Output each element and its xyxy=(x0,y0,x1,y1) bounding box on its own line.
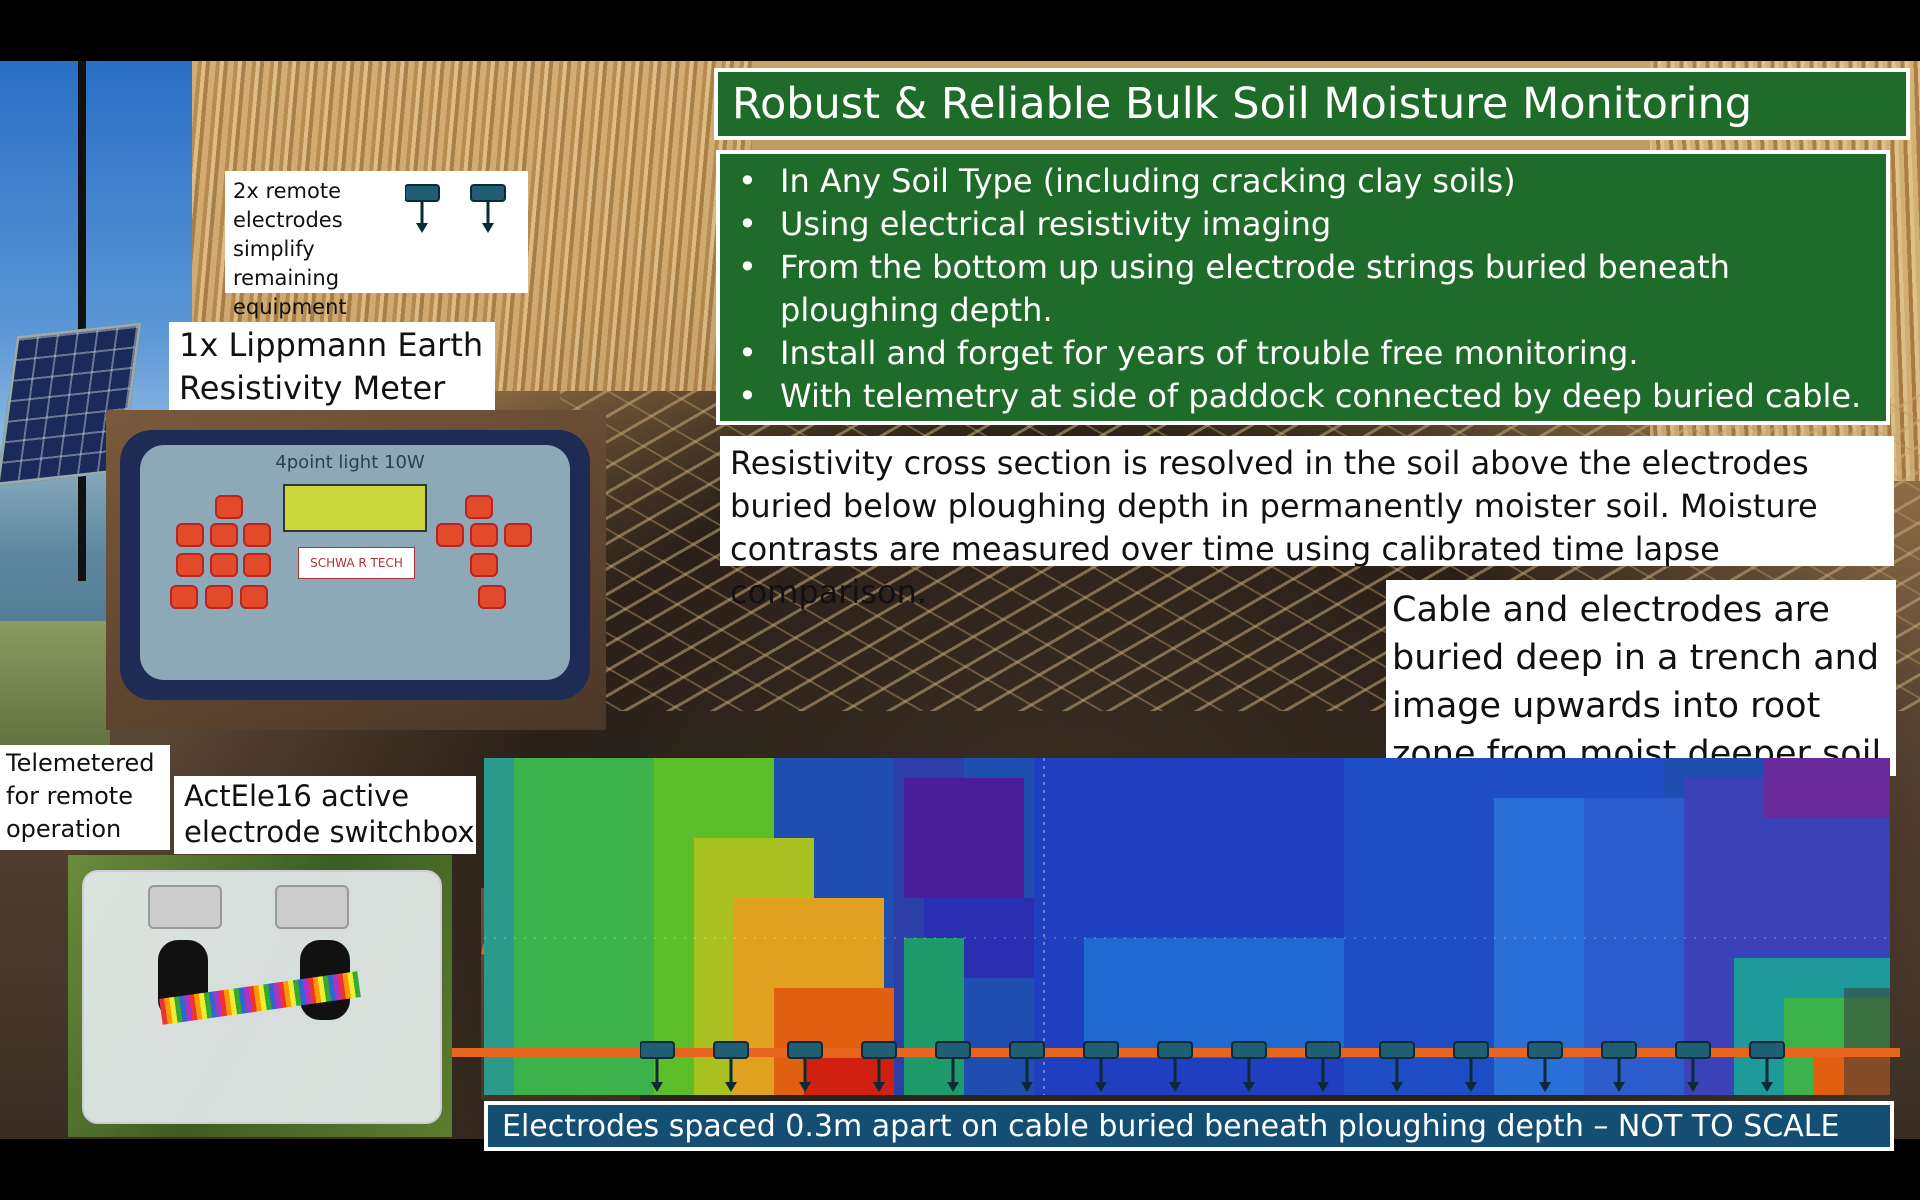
description-text: Resistivity cross section is resolved in… xyxy=(720,436,1894,611)
meter-key-icon xyxy=(470,523,498,547)
meter-key-icon xyxy=(504,523,532,547)
electrode-icon xyxy=(1083,1041,1119,1092)
electrode-icon xyxy=(1379,1041,1415,1092)
electrode-icon xyxy=(1601,1041,1637,1092)
electrode-icon xyxy=(1009,1041,1045,1092)
electrode-icon xyxy=(861,1041,897,1092)
bullet-item: From the bottom up using electrode strin… xyxy=(734,246,1874,332)
meter-key-icon xyxy=(465,495,493,519)
electrode-icon xyxy=(1231,1041,1267,1092)
dsub-connector-icon xyxy=(275,885,349,929)
electrode-icon xyxy=(1453,1041,1489,1092)
resistivity-cross-section xyxy=(484,758,1890,1095)
electrode-icon xyxy=(470,184,506,233)
meter-key-icon xyxy=(436,523,464,547)
remote-electrode-icons xyxy=(405,184,506,233)
electrode-icon xyxy=(1749,1041,1785,1092)
meter-label: 1x Lippmann Earth Resistivity Meter xyxy=(169,322,495,412)
telemetered-note: Telemetered for remote operation xyxy=(0,745,170,850)
meter-logo: SCHWA R TECH xyxy=(298,547,415,579)
electrode-icon xyxy=(1527,1041,1563,1092)
remote-electrodes-text: 2x remote electrodes simplify remaining … xyxy=(233,179,347,319)
meter-key-icon xyxy=(215,495,243,519)
bullet-item: With telemetry at side of paddock connec… xyxy=(734,375,1874,418)
electrode-icon xyxy=(405,184,440,233)
meter-key-icon xyxy=(210,523,238,547)
slide-title: Robust & Reliable Bulk Soil Moisture Mon… xyxy=(714,68,1910,140)
dsub-connector-icon xyxy=(148,885,222,929)
meter-key-icon xyxy=(170,585,198,609)
electrode-icon xyxy=(1157,1041,1193,1092)
meter-key-icon xyxy=(176,553,204,577)
meter-key-icon xyxy=(176,523,204,547)
meter-key-icon xyxy=(210,553,238,577)
bullet-item: Using electrical resistivity imaging xyxy=(734,203,1874,246)
electrode-icon xyxy=(1305,1041,1341,1092)
meter-key-icon xyxy=(470,553,498,577)
meter-lcd-display xyxy=(283,484,427,532)
bullet-item: In Any Soil Type (including cracking cla… xyxy=(734,160,1874,203)
meter-brand-text: 4point light 10W xyxy=(275,452,425,473)
cable-note-text: Cable and electrodes are buried deep in … xyxy=(1386,580,1896,776)
meter-key-icon xyxy=(243,553,271,577)
meter-key-icon xyxy=(243,523,271,547)
telemetry-mast xyxy=(78,61,86,581)
electrode-icon xyxy=(713,1041,749,1092)
meter-key-icon xyxy=(240,585,268,609)
remote-electrodes-note: 2x remote electrodes simplify remaining … xyxy=(225,171,528,319)
electrode-icon xyxy=(787,1041,823,1092)
feature-bullets: In Any Soil Type (including cracking cla… xyxy=(716,150,1890,425)
electrode-icon xyxy=(1675,1041,1711,1092)
meter-key-icon xyxy=(478,585,506,609)
switchbox-label: ActEle16 active electrode switchbox xyxy=(174,776,476,854)
bullet-item: Install and forget for years of trouble … xyxy=(734,332,1874,375)
diagram-caption: Electrodes spaced 0.3m apart on cable bu… xyxy=(484,1101,1894,1151)
electrode-icon xyxy=(935,1041,971,1092)
meter-key-icon xyxy=(205,585,233,609)
electrode-string xyxy=(640,1041,1785,1092)
electrode-icon xyxy=(640,1041,675,1092)
